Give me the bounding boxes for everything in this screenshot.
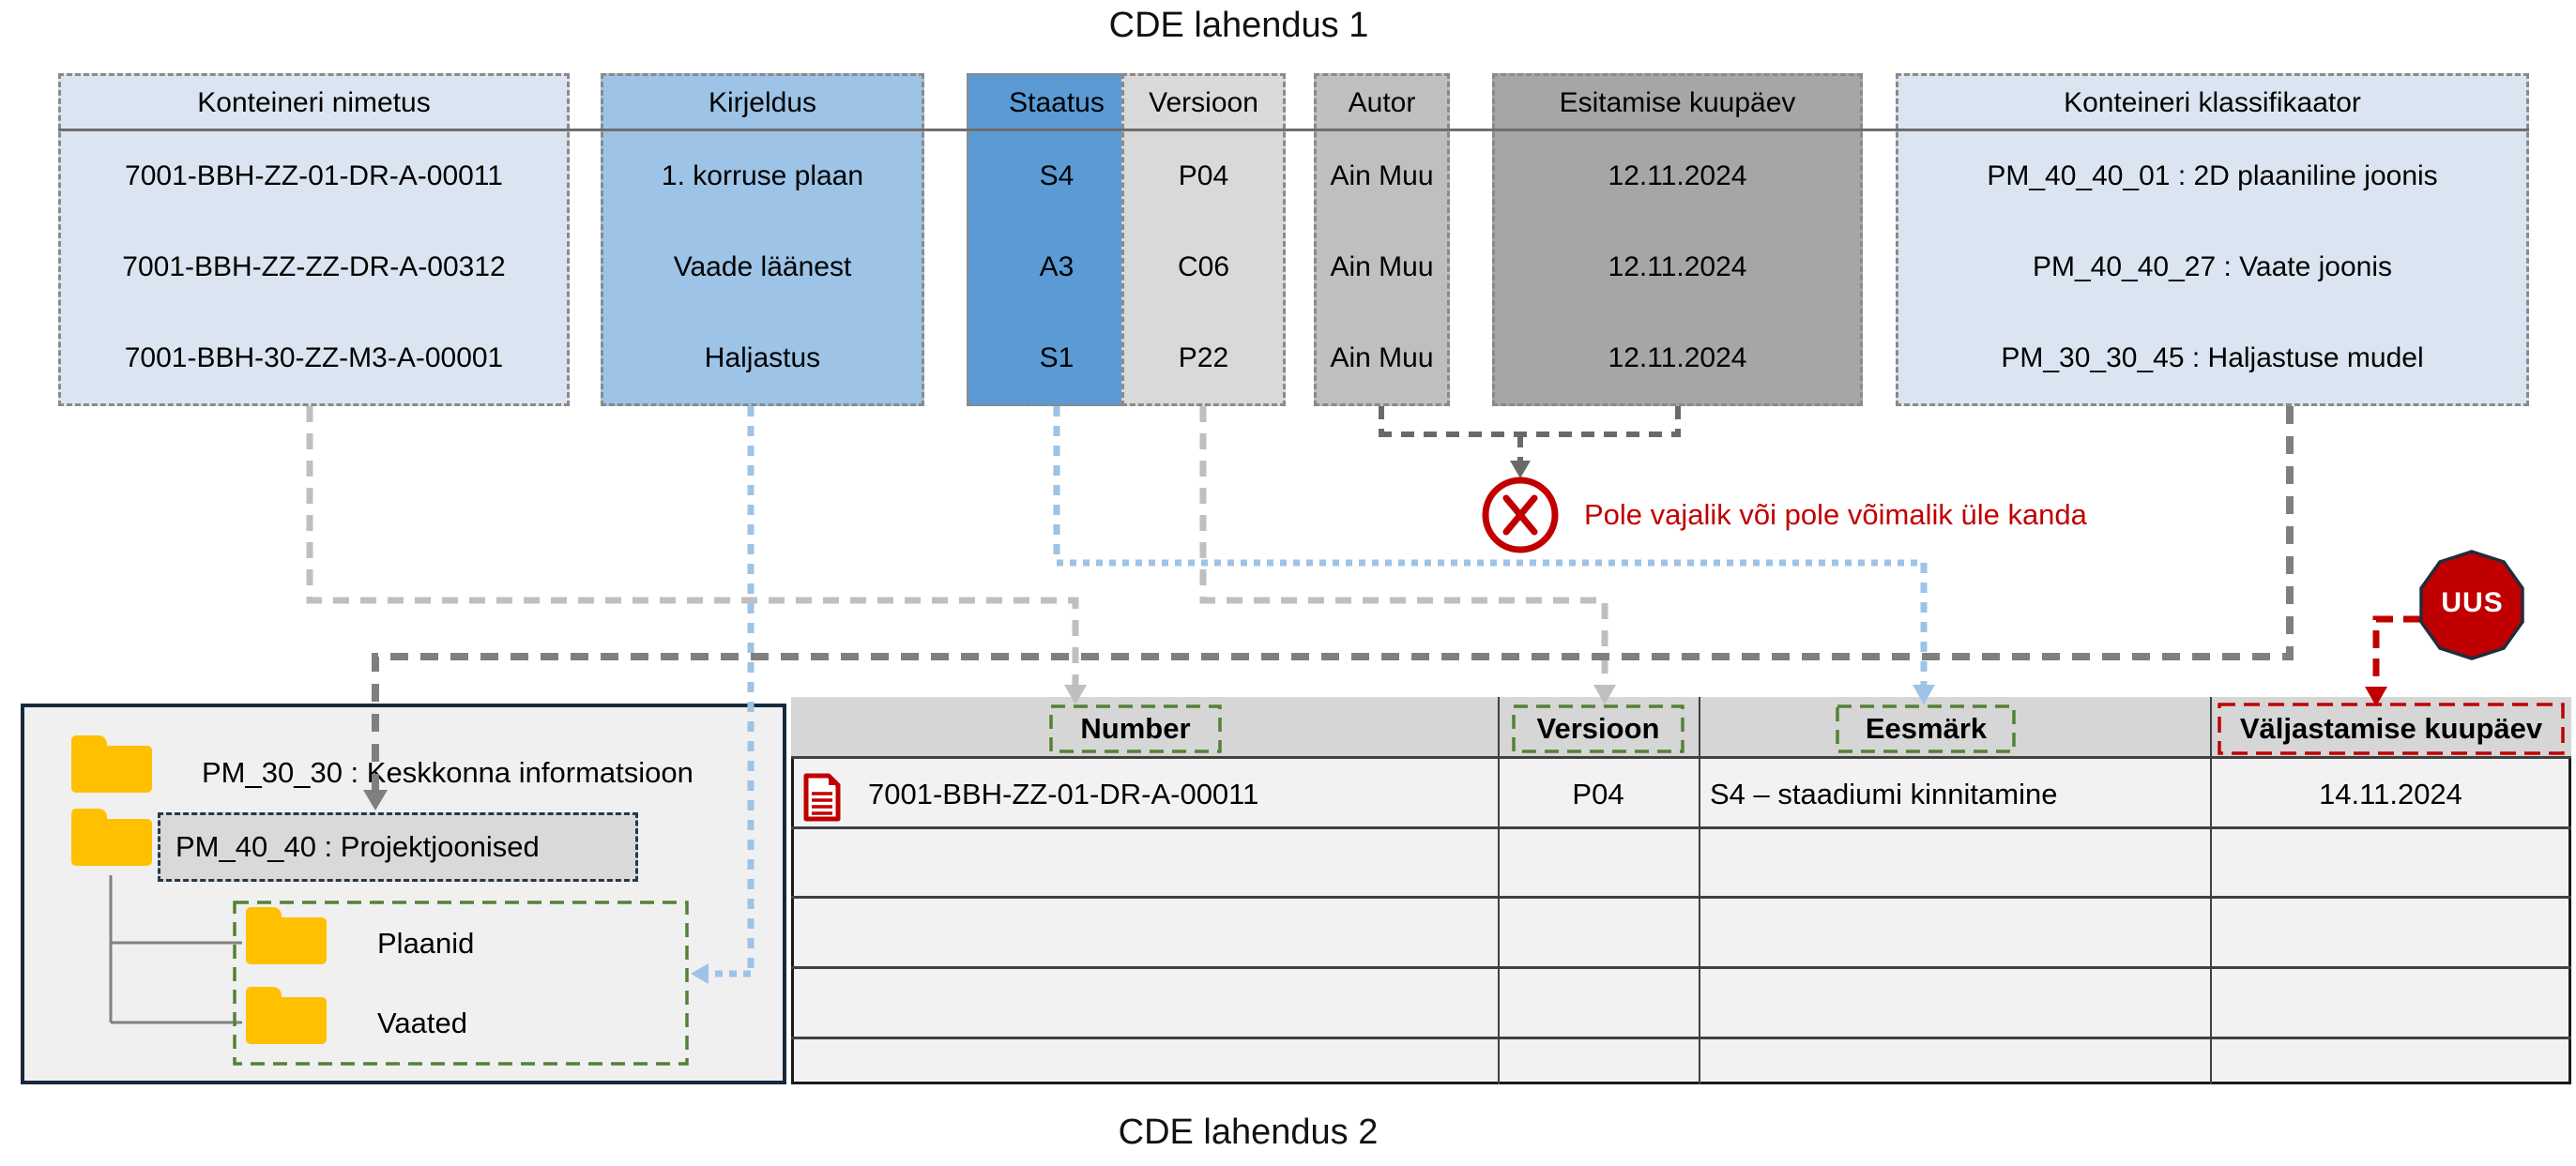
source-column-versioon: Versioon P04 C06 P22 [1121, 73, 1286, 406]
table-cell: S4 [1039, 159, 1075, 191]
column-header: Staatus [1009, 87, 1105, 118]
column-header: Kirjeldus [708, 87, 817, 118]
table-cell: Vaade läänest [673, 250, 852, 282]
source-column-konteineri-klassifikaator: Konteineri klassifikaator PM_40_40_01 : … [1896, 73, 2529, 406]
source-column-staatus: Staatus S4 A3 S1 [967, 73, 1147, 406]
source-column-kirjeldus: Kirjeldus 1. korruse plaan Vaade läänest… [601, 73, 924, 406]
table-cell: 7001-BBH-ZZ-ZZ-DR-A-00312 [122, 250, 506, 282]
column-header: Konteineri klassifikaator [2064, 87, 2361, 118]
folder-item-plaanid: Plaanid [377, 927, 475, 960]
table-cell: 12.11.2024 [1608, 250, 1747, 282]
column-header: Konteineri nimetus [197, 87, 431, 118]
connector-versioon-to-versioon [1199, 406, 1608, 689]
table-cell: PM_40_40_01 : 2D plaaniline joonis [1987, 159, 2438, 191]
folder-icon [71, 735, 152, 793]
target-header-versioon: Versioon [1536, 712, 1660, 745]
folder-icon [246, 987, 327, 1044]
target-cell-eesmark: S4 – staadiumi kinnitamine [1710, 778, 2058, 810]
table-cell: S1 [1039, 341, 1075, 373]
header-separator-line [58, 129, 2529, 131]
table-cell: 7001-BBH-ZZ-01-DR-A-00011 [125, 159, 503, 191]
table-cell: 1. korruse plaan [661, 159, 864, 191]
column-divider [1699, 697, 1700, 1084]
column-header: Autor [1348, 87, 1416, 118]
table-cell: P04 [1178, 159, 1229, 191]
document-icon [803, 773, 841, 822]
folder-item-pm4040: PM_40_40 : Projektjoonised [158, 812, 638, 882]
connector-uus-to-valjastamise [2372, 615, 2421, 690]
top-title: CDE lahendus 1 [1108, 6, 1369, 45]
table-cell: Ain Muu [1330, 159, 1434, 191]
row-divider [791, 826, 2571, 829]
table-cell: PM_40_40_27 : Vaate joonis [2032, 250, 2393, 282]
connector-staatus-to-eesmark [1053, 406, 1928, 689]
bottom-title: CDE lahendus 2 [1118, 1113, 1379, 1152]
table-cell: A3 [1039, 250, 1075, 282]
connector-nimetus-to-number [306, 406, 1079, 689]
column-header: Esitamise kuupäev [1559, 87, 1796, 118]
source-column-autor: Autor Ain Muu Ain Muu Ain Muu [1314, 73, 1450, 406]
row-divider [791, 896, 2571, 899]
folder-icon [246, 907, 327, 964]
target-header-number: Number [1080, 712, 1191, 745]
folder-icon [71, 809, 152, 866]
row-divider [791, 1037, 2571, 1039]
table-cell: Ain Muu [1330, 250, 1434, 282]
arrowhead [1510, 461, 1531, 478]
source-column-esitamise-kuupaev: Esitamise kuupäev 12.11.2024 12.11.2024 … [1492, 73, 1863, 406]
table-cell: 12.11.2024 [1608, 159, 1747, 191]
table-cell: P22 [1178, 341, 1229, 373]
row-divider [791, 756, 2571, 759]
table-cell: Haljastus [704, 341, 821, 373]
table-cell: C06 [1177, 250, 1230, 282]
column-header: Versioon [1149, 87, 1258, 118]
folder-item-pm3030: PM_30_30 : Keskkonna informatsioon [202, 756, 694, 789]
crossed-circle-icon [1482, 477, 1559, 553]
column-divider [1498, 697, 1500, 1084]
not-transferred-note: Pole vajalik või pole võimalik üle kanda [1584, 498, 2087, 531]
target-cell-valjastamise-kuupaev: 14.11.2024 [2319, 778, 2462, 810]
uus-badge: UUS [2441, 587, 2504, 618]
table-cell: PM_30_30_45 : Haljastuse mudel [2001, 341, 2424, 373]
target-cell-number: 7001-BBH-ZZ-01-DR-A-00011 [868, 778, 1259, 810]
row-divider [791, 966, 2571, 969]
folder-item-vaated: Vaated [377, 1007, 467, 1039]
table-cell: Ain Muu [1330, 341, 1434, 373]
target-cell-versioon: P04 [1572, 778, 1624, 810]
source-column-konteineri-nimetus: Konteineri nimetus 7001-BBH-ZZ-01-DR-A-0… [58, 73, 570, 406]
table-cell: 7001-BBH-30-ZZ-M3-A-00001 [124, 341, 504, 373]
column-divider [2210, 697, 2212, 1084]
table-cell: 12.11.2024 [1608, 341, 1747, 373]
target-header-valjastamise-kuupaev: Väljastamise kuupäev [2239, 712, 2543, 745]
connector-autor-esitamise-to-blocked [1379, 406, 1681, 463]
target-header-eesmark: Eesmärk [1865, 712, 1988, 745]
